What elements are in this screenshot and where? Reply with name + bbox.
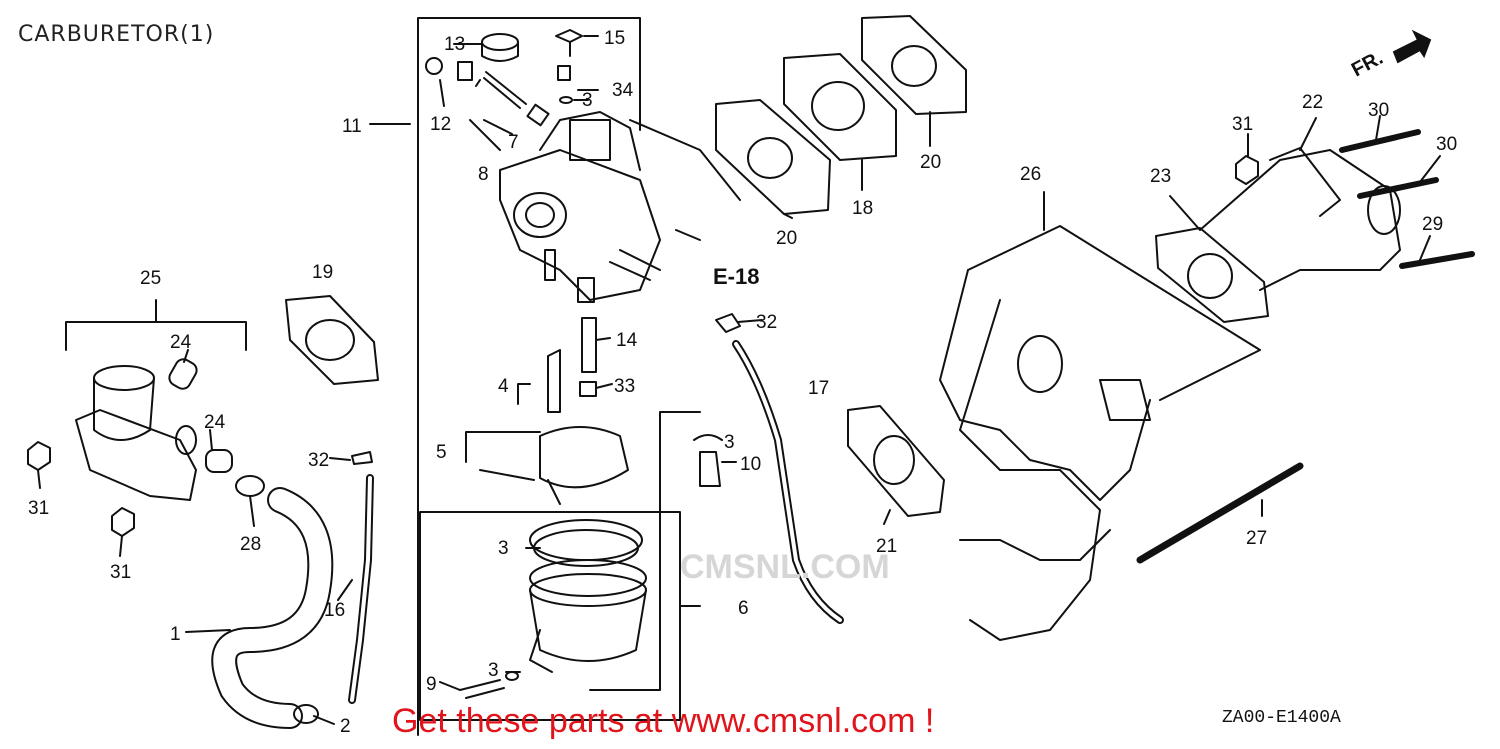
callout: 1 bbox=[170, 624, 181, 645]
part-34-screw bbox=[557, 65, 571, 81]
part-23-manifold bbox=[1155, 147, 1401, 323]
callout: 28 bbox=[240, 534, 261, 555]
part-25-elbow bbox=[75, 365, 197, 501]
callout: 3 bbox=[582, 90, 593, 111]
part-18-insulator bbox=[783, 53, 897, 161]
part-24-sleeve-a bbox=[168, 358, 198, 390]
callout: 29 bbox=[1422, 214, 1443, 235]
callout: 5 bbox=[436, 442, 447, 463]
callout: 4 bbox=[498, 376, 509, 397]
callout: 23 bbox=[1150, 166, 1171, 187]
callout: 30 bbox=[1368, 100, 1389, 121]
part-2-clamp bbox=[293, 704, 319, 724]
part-19-gasket bbox=[285, 295, 379, 385]
part-31-nut-a bbox=[27, 441, 51, 471]
part-3-ring-a bbox=[529, 519, 643, 561]
part-28-clamp bbox=[235, 475, 265, 497]
part-26-shroud bbox=[939, 225, 1261, 641]
part-12-nut bbox=[425, 57, 443, 75]
callout: 3 bbox=[724, 432, 735, 453]
drawing-code: ZA00-E1400A bbox=[1222, 708, 1341, 728]
callout: 16 bbox=[324, 600, 345, 621]
bracket-25 bbox=[65, 299, 247, 351]
bracket-10 bbox=[589, 411, 701, 691]
callout: 10 bbox=[740, 454, 761, 475]
callout: 32 bbox=[308, 450, 329, 471]
part-32-clip-a bbox=[715, 313, 741, 333]
part-9-screw bbox=[459, 679, 505, 699]
callout: 11 bbox=[342, 116, 362, 137]
bowl bbox=[529, 589, 647, 662]
bracket-5 bbox=[465, 431, 541, 463]
part-27-stud bbox=[1136, 462, 1304, 564]
callout: 25 bbox=[140, 268, 161, 289]
callout: 9 bbox=[426, 674, 437, 695]
callout: 15 bbox=[604, 28, 625, 49]
page-title: CARBURETOR(1) bbox=[18, 22, 215, 47]
part-24-sleeve-b bbox=[205, 449, 233, 473]
part-20-gasket-b bbox=[861, 15, 967, 115]
part-5-float bbox=[539, 426, 629, 489]
part-21-gasket bbox=[847, 405, 945, 517]
bracket-11 bbox=[369, 17, 641, 736]
part-31-nut-c bbox=[1235, 155, 1259, 185]
callout: 31 bbox=[110, 562, 131, 583]
callout: 31 bbox=[28, 498, 49, 519]
part-32-clip-b bbox=[351, 451, 373, 465]
part-30-stud-b bbox=[1357, 177, 1439, 199]
callout: 24 bbox=[170, 332, 192, 353]
part-14-needle bbox=[581, 317, 597, 373]
callout: 26 bbox=[1020, 164, 1041, 185]
callout: 30 bbox=[1436, 134, 1457, 155]
callout: 8 bbox=[478, 164, 489, 185]
callout: 19 bbox=[312, 262, 333, 283]
carburetor-body bbox=[499, 111, 661, 303]
callout: 22 bbox=[1302, 92, 1323, 113]
part-30-stud-a bbox=[1339, 129, 1421, 153]
part-20-gasket-a bbox=[715, 99, 831, 215]
direction-arrow bbox=[1392, 29, 1432, 64]
part-33-jet bbox=[579, 381, 597, 397]
callout: 24 bbox=[204, 412, 226, 433]
part-13-cap bbox=[481, 33, 519, 51]
callout: 6 bbox=[738, 598, 749, 619]
callout: 34 bbox=[612, 80, 634, 101]
promo-link[interactable]: Get these parts at www.cmsnl.com ! bbox=[392, 702, 935, 740]
part-31-nut-b bbox=[111, 507, 135, 537]
callout: 20 bbox=[920, 152, 941, 173]
callout: 21 bbox=[876, 536, 897, 557]
callout: 18 bbox=[852, 198, 873, 219]
callout: 7 bbox=[508, 132, 519, 153]
callout: 17 bbox=[808, 378, 829, 399]
callout: 3 bbox=[498, 538, 509, 559]
callout: 2 bbox=[340, 716, 351, 737]
callout: 33 bbox=[614, 376, 635, 397]
part-15-screw bbox=[555, 29, 583, 57]
part-29-stud bbox=[1399, 251, 1475, 269]
watermark: CMSNL.COM bbox=[680, 548, 890, 586]
part-3-ring-b bbox=[529, 559, 647, 597]
callout-numbers: 13 15 34 3 12 11 7 8 14 33 4 5 3 6 3 10 … bbox=[28, 28, 1457, 737]
callout: 12 bbox=[430, 114, 451, 135]
callout: 32 bbox=[756, 312, 777, 333]
callout: 20 bbox=[776, 228, 797, 249]
callout: 27 bbox=[1246, 528, 1267, 549]
callout: 31 bbox=[1232, 114, 1253, 135]
reference-label: E-18 bbox=[713, 264, 760, 289]
part-7-screw bbox=[483, 71, 527, 109]
callout: 14 bbox=[616, 330, 638, 351]
callout: 3 bbox=[488, 660, 499, 681]
callout: 13 bbox=[444, 34, 465, 55]
part-10-drain bbox=[693, 434, 723, 487]
bracket-6 bbox=[419, 511, 681, 721]
part-4-needle bbox=[547, 349, 561, 413]
